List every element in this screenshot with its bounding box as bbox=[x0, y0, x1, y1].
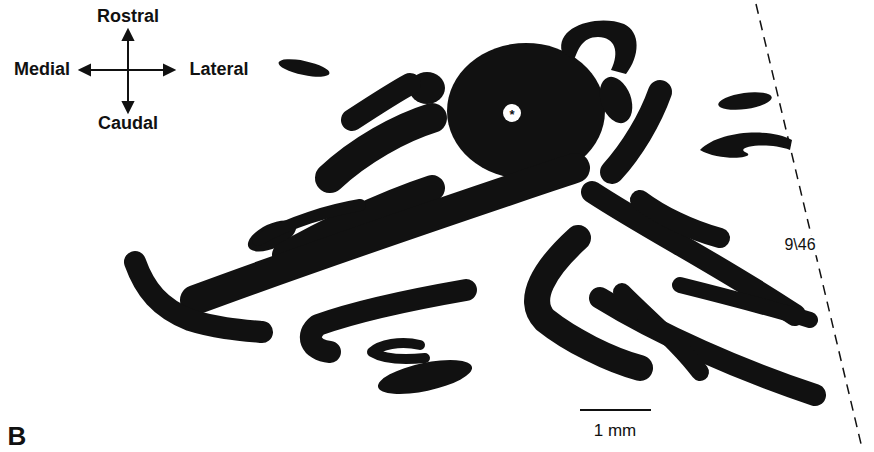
direction-label: Caudal bbox=[98, 114, 158, 134]
direction-label: Rostral bbox=[97, 7, 159, 27]
scale-bar bbox=[580, 409, 651, 411]
scale-label: 1 mm bbox=[594, 422, 637, 441]
area-label: 9\46 bbox=[781, 235, 818, 255]
patch bbox=[277, 56, 331, 81]
hook-patch bbox=[561, 20, 636, 74]
patch bbox=[594, 72, 639, 127]
direction-label: Lateral bbox=[189, 60, 248, 80]
panel-letter: B bbox=[8, 422, 27, 451]
patch bbox=[717, 89, 773, 112]
site-marker: * bbox=[509, 108, 514, 122]
patch bbox=[700, 133, 792, 158]
area-border bbox=[756, 4, 862, 448]
orientation-arrows bbox=[80, 30, 174, 112]
direction-label: Medial bbox=[14, 60, 70, 80]
injection-site bbox=[503, 104, 521, 122]
